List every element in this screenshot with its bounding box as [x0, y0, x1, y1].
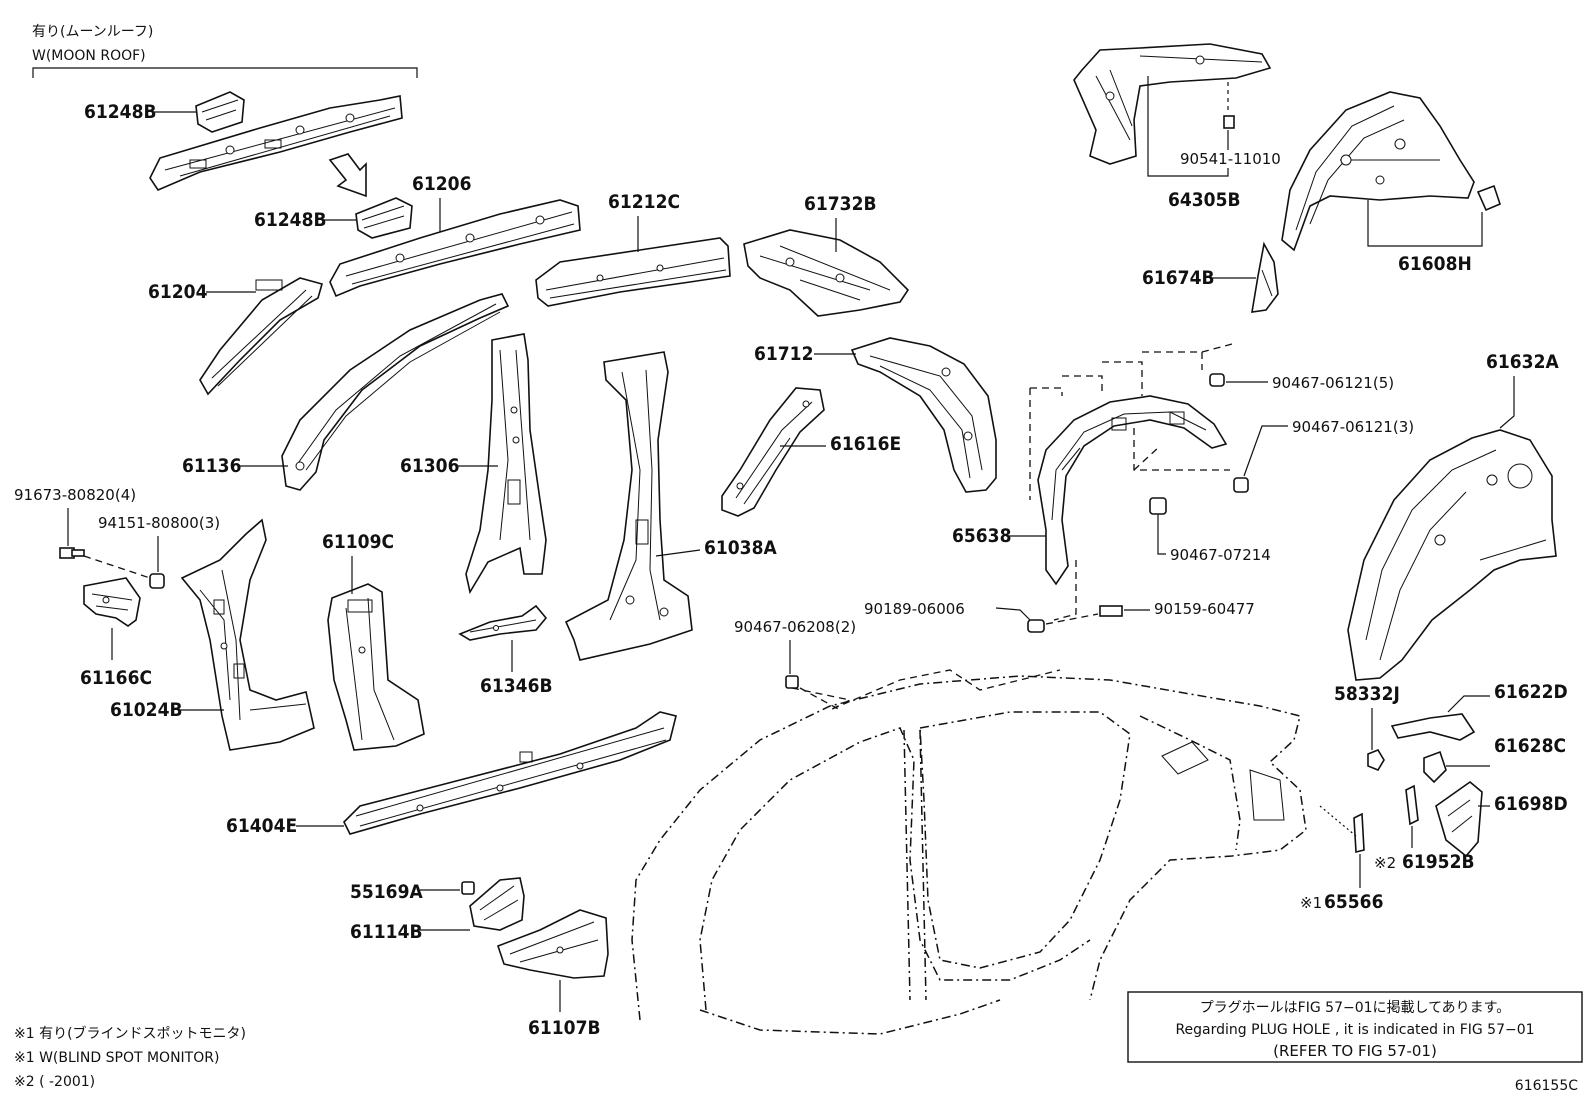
moon-roof-note-jp: 有り(ムーンルーフ) — [32, 24, 153, 40]
clip-90467-07214 — [1149, 497, 1167, 515]
nut-94151-80800 — [149, 573, 165, 589]
part-label-61107B: 61107B — [528, 1017, 601, 1039]
part-label-61248B-a: 61248B — [84, 101, 157, 123]
plug-58332J — [1367, 749, 1385, 771]
roof-side-rail-61212C — [535, 237, 731, 307]
part-label-61114B: 61114B — [350, 921, 423, 943]
roof-rail-upper-part — [149, 95, 403, 191]
wheel-house-outer-61608H — [1281, 91, 1501, 252]
front-pillar-lower-61024B — [180, 518, 315, 751]
mark-65566: ※1 — [1300, 894, 1322, 912]
bracket-61628C — [1423, 750, 1447, 784]
part-label-61608H: 61608H — [1398, 253, 1472, 275]
part-label-61248B-b: 61248B — [254, 209, 327, 231]
bracket-61248B-lower — [355, 197, 413, 239]
nut-90467-06121-3 — [1233, 477, 1249, 493]
bracket-61952B — [1405, 784, 1419, 826]
quarter-inner-61632A — [1347, 429, 1557, 681]
part-label-61204: 61204 — [148, 281, 208, 303]
part-label-61622D: 61622D — [1494, 681, 1568, 703]
part-label-61674B: 61674B — [1142, 267, 1215, 289]
part-label-61404E: 61404E — [226, 815, 297, 837]
fastener-label-90467-06208: 90467-06208(2) — [734, 618, 856, 636]
figure-code: 616155C — [1515, 1078, 1578, 1094]
footnote-1-jp: ※1 有り(ブラインドスポットモニタ) — [14, 1025, 246, 1042]
fastener-label-94151-80800: 94151-80800(3) — [98, 514, 220, 532]
package-tray-64305B — [1073, 43, 1272, 165]
moon-roof-bracket — [32, 67, 418, 78]
part-label-61166C: 61166C — [80, 667, 152, 689]
center-pillar-outer-61038A — [564, 351, 693, 661]
front-pillar-61136 — [281, 293, 510, 491]
direction-arrow — [328, 153, 367, 198]
fastener-label-91673-80820: 91673-80820(4) — [14, 486, 136, 504]
fastener-label-90467-06121-3: 90467-06121(3) — [1292, 418, 1414, 436]
plug-hole-info-box — [1127, 991, 1583, 1063]
part-label-61306: 61306 — [400, 455, 459, 477]
bolt-90159-60477 — [1099, 605, 1123, 617]
fastener-label-90541-11010: 90541-11010 — [1180, 150, 1281, 168]
part-label-61616E: 61616E — [830, 433, 901, 455]
bracket-61166C — [83, 577, 141, 627]
bracket-61107B — [496, 909, 609, 979]
part-label-61038A: 61038A — [704, 537, 777, 559]
moon-roof-note-en: W(MOON ROOF) — [32, 48, 146, 64]
gusset-61616E — [721, 387, 825, 517]
clip-90467-06208 — [785, 675, 799, 689]
part-label-61206: 61206 — [412, 173, 471, 195]
bracket-61674B — [1251, 241, 1279, 313]
vehicle-body-outline — [631, 675, 1307, 1035]
center-pillar-lower-61109C — [327, 583, 425, 751]
part-label-64305B: 64305B — [1168, 189, 1241, 211]
footnote-1-en: ※1 W(BLIND SPOT MONITOR) — [14, 1050, 219, 1066]
part-label-61212C: 61212C — [608, 191, 680, 213]
info-line-jp: プラグホールはFIG 57−01に掲載してあります。 — [1200, 1000, 1511, 1016]
mark-61952B: ※2 — [1374, 854, 1396, 872]
quarter-inner-upper-61732B — [743, 229, 910, 317]
bracket-61346B — [458, 604, 548, 641]
part-label-61952B: 61952B — [1402, 851, 1475, 873]
part-label-61732B: 61732B — [804, 193, 877, 215]
footnote-2: ※2 ( -2001) — [14, 1074, 95, 1090]
nut-90467-06121-5 — [1209, 373, 1225, 387]
part-label-61712: 61712 — [754, 343, 813, 365]
rocker-panel-61404E — [343, 711, 677, 835]
part-label-61698D: 61698D — [1494, 793, 1568, 815]
fastener-label-90159-60477: 90159-60477 — [1154, 600, 1255, 618]
clip-55169A — [461, 881, 475, 895]
screw-90189-06006 — [1027, 619, 1045, 633]
bracket-61622D — [1390, 713, 1476, 741]
fastener-label-90189-06006: 90189-06006 — [864, 600, 965, 618]
part-label-61346B: 61346B — [480, 675, 553, 697]
bracket-61114B — [469, 877, 525, 931]
front-pillar-upper-61204 — [199, 277, 323, 396]
center-pillar-61306 — [465, 333, 547, 595]
bracket-61248B-upper — [195, 91, 245, 133]
part-label-61136: 61136 — [182, 455, 241, 477]
quarter-wheel-house-inner-61712 — [850, 337, 997, 493]
clip-90541 — [1223, 115, 1235, 129]
info-line-en: Regarding PLUG HOLE , it is indicated in… — [1175, 1022, 1534, 1038]
part-label-65566: 65566 — [1324, 891, 1383, 913]
info-line-refer: (REFER TO FIG 57-01) — [1273, 1042, 1437, 1060]
bolt-91673-80820 — [59, 547, 85, 559]
part-label-65638: 65638 — [952, 525, 1011, 547]
roof-rail-61206 — [329, 199, 581, 298]
part-label-58332J: 58332J — [1334, 683, 1400, 705]
part-label-61628C: 61628C — [1494, 735, 1566, 757]
part-label-61024B: 61024B — [110, 699, 183, 721]
wheel-liner-65638 — [1037, 395, 1228, 586]
fastener-label-90467-07214: 90467-07214 — [1170, 546, 1271, 564]
bracket-61698D — [1435, 780, 1483, 858]
part-label-61109C: 61109C — [322, 531, 394, 553]
fastener-label-90467-06121-5: 90467-06121(5) — [1272, 374, 1394, 392]
part-label-55169A: 55169A — [350, 881, 423, 903]
sensor-bracket-65566 — [1353, 812, 1365, 854]
part-label-61632A: 61632A — [1486, 351, 1559, 373]
